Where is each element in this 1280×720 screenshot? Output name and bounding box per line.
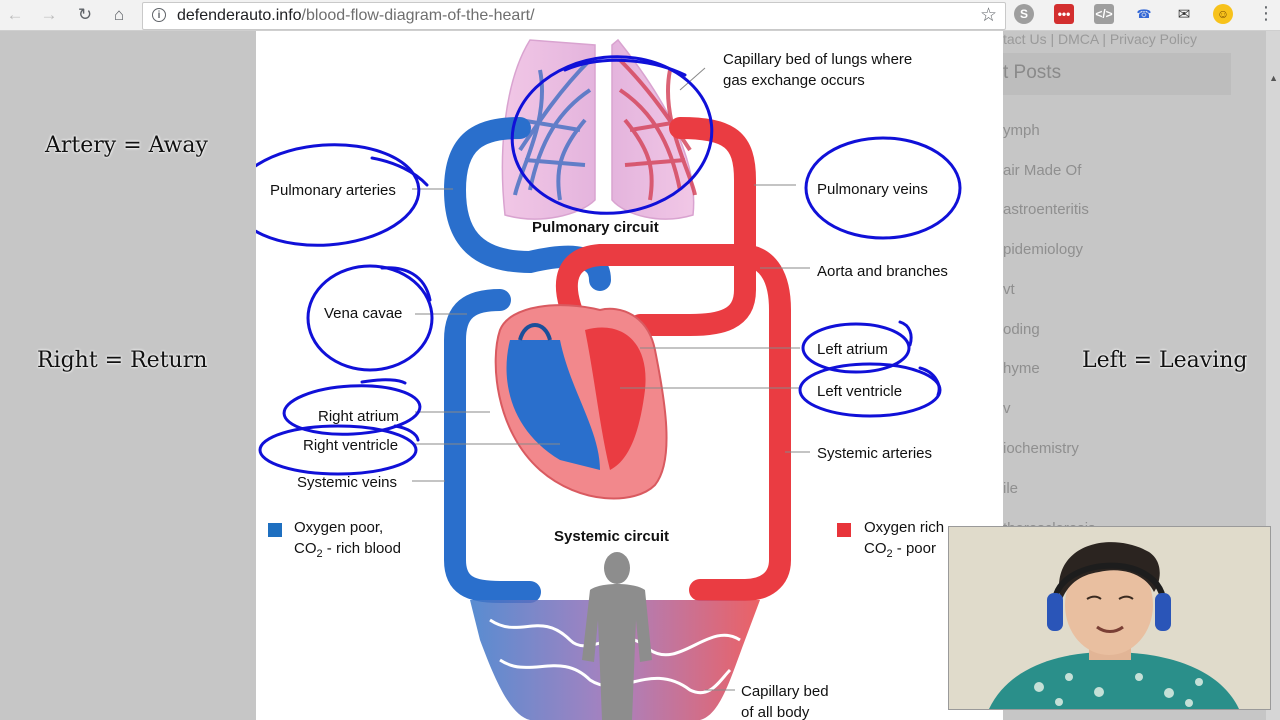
label-pulmonary-circuit: Pulmonary circuit xyxy=(532,219,659,236)
label-systemic-circuit: Systemic circuit xyxy=(554,528,669,545)
scroll-up-icon[interactable]: ▲ xyxy=(1269,73,1278,83)
label-pulmonary-veins: Pulmonary veins xyxy=(817,181,928,198)
menu-icon[interactable]: ⋮ xyxy=(1257,3,1275,23)
legend-oxygen-poor-line1: Oxygen poor, xyxy=(294,519,383,536)
overlay-artery-label: Artery = Away xyxy=(45,133,208,158)
sidebar-item[interactable]: oding xyxy=(1003,321,1040,338)
legend-oxygen-rich-line1: Oxygen rich xyxy=(864,519,944,536)
sidebar-item[interactable]: vt xyxy=(1003,281,1015,298)
human-silhouette xyxy=(582,552,652,720)
label-capillary-body-line2: of all body xyxy=(741,704,810,720)
sidebar-heading: t Posts xyxy=(1003,62,1062,83)
legend-oxygen-poor-swatch xyxy=(268,523,282,537)
star-icon[interactable]: ☆ xyxy=(979,5,997,26)
phone-extension-icon[interactable]: ☎ xyxy=(1134,4,1154,24)
vena-cava-vessel xyxy=(444,289,541,603)
sidebar-item[interactable]: v xyxy=(1003,400,1011,417)
aorta-vessel xyxy=(556,244,791,601)
info-icon[interactable]: i xyxy=(152,8,166,22)
blood-flow-diagram: Capillary bed of lungs where gas exchang… xyxy=(256,31,1003,720)
url-path: /blood-flow-diagram-of-the-heart/ xyxy=(301,7,535,24)
label-vena-cavae: Vena cavae xyxy=(324,305,402,322)
mail-icon[interactable]: ✉ xyxy=(1174,4,1194,24)
sidebar-top-links[interactable]: tact Us | DMCA | Privacy Policy xyxy=(1003,31,1197,47)
emoji-icon[interactable]: ☺ xyxy=(1213,4,1233,24)
sidebar-item[interactable]: air Made Of xyxy=(1003,162,1082,179)
leader-lines xyxy=(412,67,810,691)
label-aorta: Aorta and branches xyxy=(817,263,948,280)
pulmonary-vein-vessel xyxy=(629,117,756,336)
label-systemic-arteries: Systemic arteries xyxy=(817,445,932,462)
sidebar-heading-box xyxy=(1003,53,1231,95)
record-extension-icon[interactable]: ••• xyxy=(1054,4,1074,24)
sidebar-item[interactable]: astroenteritis xyxy=(1003,201,1089,218)
reload-icon[interactable]: ↻ xyxy=(77,5,93,24)
back-icon[interactable]: ← xyxy=(6,5,24,24)
sidebar-item[interactable]: ymph xyxy=(1003,122,1040,139)
overlay-left-label: Left = Leaving xyxy=(1082,348,1248,373)
sidebar-item[interactable]: iochemistry xyxy=(1003,440,1079,457)
sidebar-item[interactable]: hyme xyxy=(1003,360,1040,377)
label-capillary-body-line1: Capillary bed xyxy=(741,683,829,700)
sidebar-item[interactable]: pidemiology xyxy=(1003,241,1084,258)
forward-icon[interactable]: → xyxy=(40,5,58,24)
skype-icon[interactable]: S xyxy=(1014,4,1034,24)
url-domain: defenderauto.info xyxy=(177,7,302,24)
address-bar[interactable]: i defenderauto.info/blood-flow-diagram-o… xyxy=(142,2,1006,30)
legend-oxygen-rich-line2: CO2 - poor xyxy=(864,540,936,560)
label-left-ventricle: Left ventricle xyxy=(817,383,902,400)
legend-oxygen-poor-line2: CO2 - rich blood xyxy=(294,540,401,560)
label-left-atrium: Left atrium xyxy=(817,341,888,358)
label-capillary-lungs-line2: gas exchange occurs xyxy=(723,72,865,89)
code-extension-icon[interactable]: </> xyxy=(1094,4,1114,24)
label-right-atrium: Right atrium xyxy=(318,408,399,425)
label-systemic-veins: Systemic veins xyxy=(297,474,397,491)
label-pulmonary-arteries: Pulmonary arteries xyxy=(270,182,396,199)
label-capillary-lungs-line1: Capillary bed of lungs where xyxy=(723,51,912,68)
home-icon[interactable]: ⌂ xyxy=(113,5,125,24)
heart xyxy=(494,304,668,500)
sidebar-item[interactable]: ile xyxy=(1003,480,1019,497)
label-right-ventricle: Right ventricle xyxy=(303,437,398,454)
legend-oxygen-rich-swatch xyxy=(837,523,851,537)
lungs xyxy=(501,38,697,220)
webcam-overlay xyxy=(948,526,1271,710)
url-text[interactable]: defenderauto.info/blood-flow-diagram-of-… xyxy=(177,7,535,25)
hand-annotations xyxy=(256,55,962,476)
overlay-right-label: Right = Return xyxy=(37,348,208,373)
browser-toolbar: ← → ↻ ⌂ i defenderauto.info/blood-flow-d… xyxy=(0,0,1280,31)
